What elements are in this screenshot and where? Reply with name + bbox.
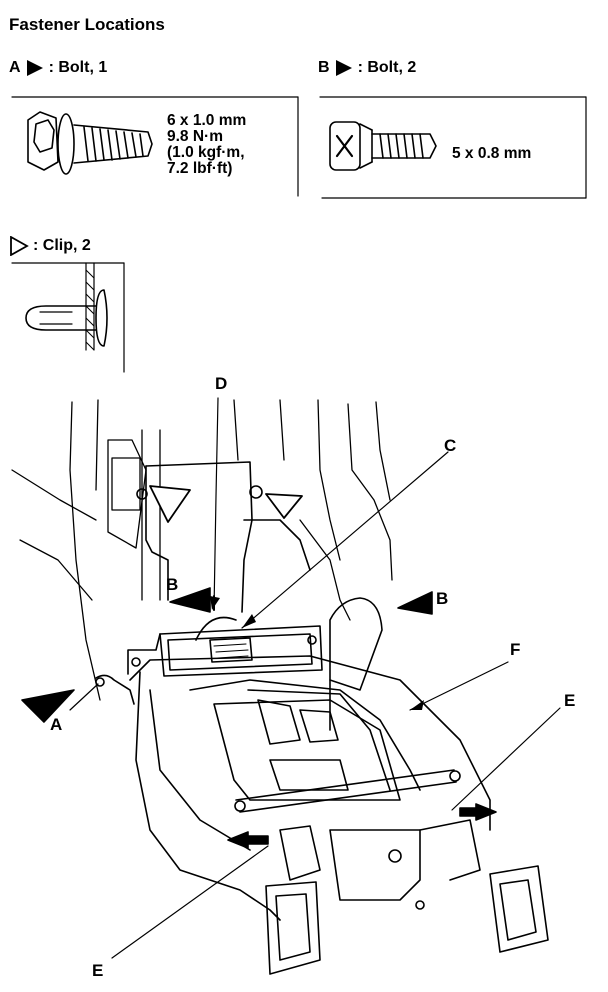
clip-frame <box>11 262 125 373</box>
callout-e-bottom: E <box>92 961 104 980</box>
callout-f: F <box>510 640 521 659</box>
fastener-b-key: B <box>318 59 330 76</box>
upper-bracket <box>136 461 311 613</box>
fastener-b-label: : Bolt, 2 <box>357 59 417 76</box>
bolt-marker-a <box>21 689 75 723</box>
leader-lines <box>69 397 561 959</box>
rear-vent-left <box>265 881 321 975</box>
bolt-b-icon <box>329 121 437 171</box>
switch-panel <box>95 616 323 705</box>
spec-line: 6 x 1.0 mm <box>167 112 247 129</box>
callout-b-right: B <box>436 589 449 608</box>
clip-label: : Clip, 2 <box>33 237 91 254</box>
bolt-marker-b-right <box>397 591 433 615</box>
callout-d: D <box>215 374 228 393</box>
spec-line: (1.0 kgf·m, <box>167 144 245 161</box>
arrow-left-icon <box>227 831 269 849</box>
spec-line: 9.8 N·m <box>167 128 223 145</box>
fastener-b-header: B : Bolt, 2 <box>318 59 416 77</box>
fastener-a-header: A : Bolt, 1 <box>9 59 107 77</box>
leader-arrowhead <box>410 700 424 710</box>
filled-triangle-icon <box>26 60 43 76</box>
page-title: Fastener Locations <box>9 15 165 34</box>
clip-marker-left <box>149 485 191 523</box>
leader-arrowhead <box>242 614 256 628</box>
fastener-b-specs: 5 x 0.8 mm <box>452 146 531 162</box>
spec-line: 5 x 0.8 mm <box>452 145 532 162</box>
rear-vent-right <box>489 865 549 953</box>
callout-c: C <box>444 436 457 455</box>
callout-a: A <box>50 715 63 734</box>
clip-icon <box>25 262 108 351</box>
callout-e-right: E <box>564 691 576 710</box>
fastener-a-frame <box>11 96 299 197</box>
center-console <box>129 597 491 921</box>
dashboard-structure <box>11 399 393 701</box>
leader-arrowhead <box>210 596 220 610</box>
outline-triangle-icon <box>10 236 29 256</box>
arrow-right-icon <box>459 803 497 821</box>
bolt-a-icon <box>27 111 153 175</box>
fastener-a-specs: 6 x 1.0 mm 9.8 N·m (1.0 kgf·m, 7.2 lbf·f… <box>167 113 246 177</box>
clip-header: : Clip, 2 <box>9 236 91 256</box>
filled-triangle-icon <box>335 60 352 76</box>
fastener-a-label: : Bolt, 1 <box>48 59 108 76</box>
clip-marker-right <box>265 493 303 519</box>
fastener-a-key: A <box>9 59 21 76</box>
bolt-marker-b-left <box>169 587 211 613</box>
callout-b-left: B <box>166 575 179 594</box>
spec-line: 7.2 lbf·ft) <box>167 160 233 177</box>
fastener-b-frame <box>319 96 587 199</box>
